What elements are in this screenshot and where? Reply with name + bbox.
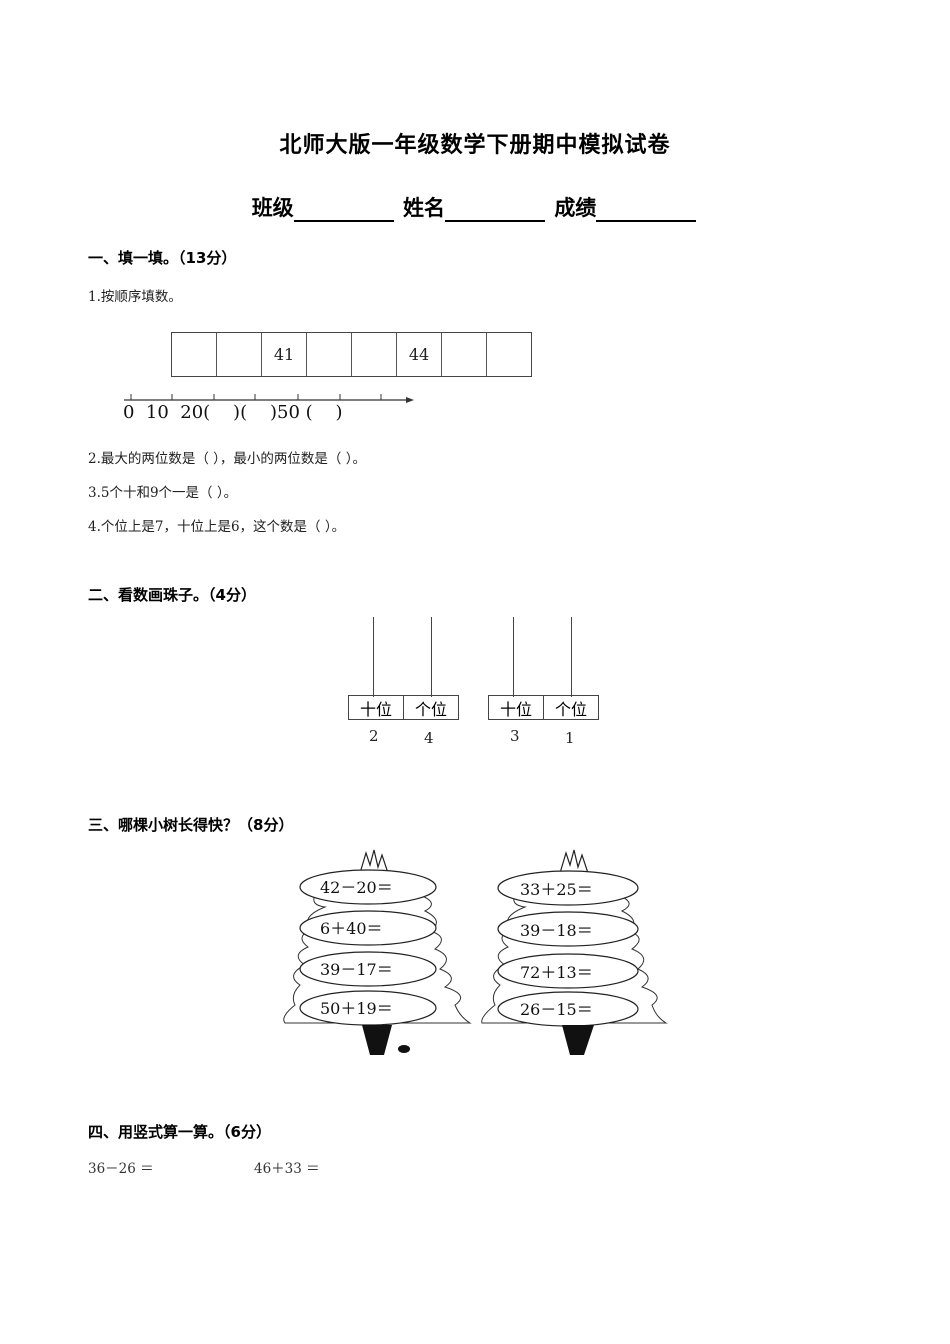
tree-2-equation: 39－18＝: [520, 921, 593, 940]
tens-label: 十位: [489, 696, 544, 719]
vertical-calc-problem: 46＋33 ＝: [254, 1161, 320, 1177]
score-blank[interactable]: [596, 198, 697, 222]
name-blank[interactable]: [445, 198, 545, 222]
abacus-rod-tens: [373, 617, 374, 697]
tens-label: 十位: [349, 696, 404, 719]
abacus-1-tens-digit: 2: [369, 727, 379, 745]
student-info-line: 班级 姓名 成绩: [0, 192, 950, 222]
abacus-1-ones-digit: 4: [424, 729, 434, 747]
vertical-calc-problem: 36－26 ＝: [88, 1161, 154, 1177]
grid-cell[interactable]: [352, 333, 397, 376]
tree-2-equation: 33＋25＝: [520, 880, 593, 899]
grid-cell[interactable]: [487, 333, 531, 376]
section-1-heading: 一、填一填。（13分）: [88, 249, 237, 267]
question-1: 1.按顺序填数。: [88, 289, 182, 305]
question-2: 2.最大的两位数是（ ），最小的两位数是（ ）。: [88, 451, 366, 467]
abacus-rod-ones: [571, 617, 572, 697]
abacus-rod-tens: [513, 617, 514, 697]
number-line-labels: 0 10 20( )( )50 ( ): [123, 402, 343, 423]
ones-label: 个位: [554, 699, 587, 719]
page-title: 北师大版一年级数学下册期中模拟试卷: [279, 133, 671, 158]
name-label: 姓名: [403, 196, 445, 220]
number-sequence-grid: 41 44: [171, 332, 532, 377]
tree-1-equation: 50＋19＝: [320, 999, 393, 1018]
ones-label: 个位: [414, 699, 447, 719]
tree-2-equation: 26－15＝: [520, 1000, 593, 1019]
tree-1-illustration: [283, 849, 472, 1055]
abacus-2-base: 十位 个位: [488, 695, 599, 720]
class-label: 班级: [251, 196, 294, 220]
tree-1-equation: 42－20＝: [320, 878, 393, 897]
section-2-heading: 二、看数画珠子。（4分）: [88, 586, 256, 604]
abacus-2-ones-digit: 1: [565, 729, 575, 747]
grid-cell: 44: [397, 333, 442, 376]
tree-2-equation: 72＋13＝: [520, 963, 593, 982]
tree-1-equation: 39－17＝: [320, 960, 393, 979]
grid-cell[interactable]: [217, 333, 262, 376]
tree-2-illustration: [481, 849, 668, 1055]
section-3-heading: 三、哪棵小树长得快？（8分）: [88, 816, 294, 834]
tree-1-equation: 6＋40＝: [320, 919, 383, 938]
question-3: 3.5个十和9个一是（ ）。: [88, 485, 238, 501]
section-4-heading: 四、用竖式算一算。（6分）: [88, 1123, 271, 1141]
question-4: 4.个位上是7，十位上是6，这个数是（ ）。: [88, 519, 346, 535]
grid-cell[interactable]: [172, 333, 217, 376]
number-line: [124, 394, 414, 403]
grid-cell[interactable]: [442, 333, 487, 376]
grid-cell: 41: [262, 333, 307, 376]
score-label: 成绩: [554, 196, 597, 220]
abacus-2-tens-digit: 3: [510, 727, 520, 745]
abacus-rod-ones: [431, 617, 432, 697]
class-blank[interactable]: [293, 198, 394, 222]
abacus-1-base: 十位 个位: [348, 695, 459, 720]
grid-cell[interactable]: [307, 333, 352, 376]
